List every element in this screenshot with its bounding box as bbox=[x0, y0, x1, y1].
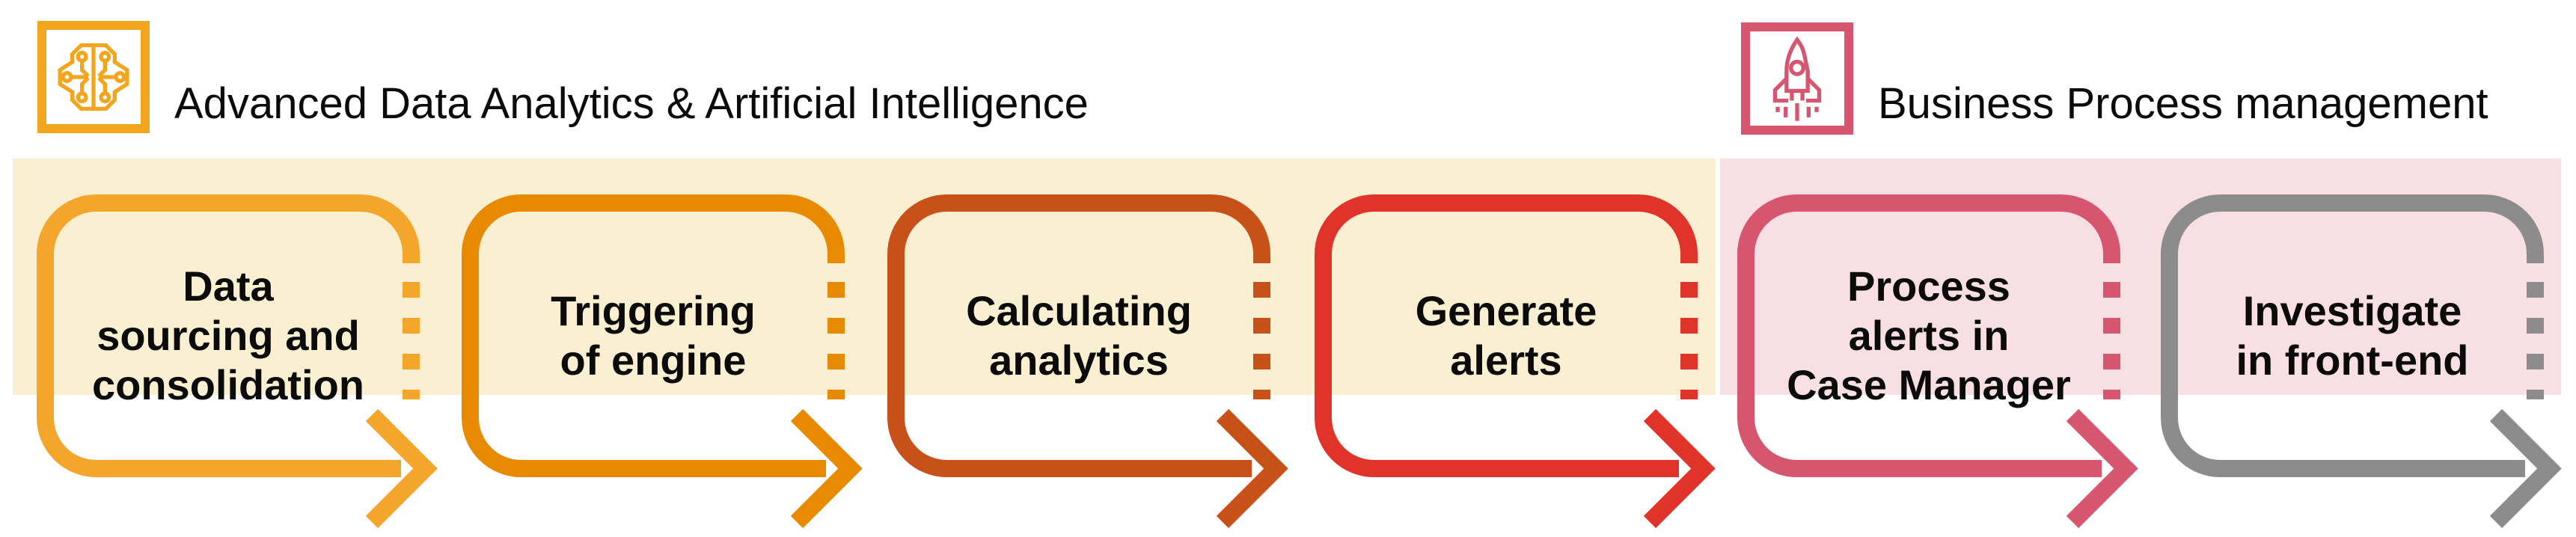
arrow-right-icon bbox=[365, 408, 438, 529]
step-outline bbox=[462, 194, 845, 477]
step-label: Process alerts in Case Manager bbox=[1787, 263, 2071, 408]
step-outline bbox=[37, 194, 420, 477]
step-outline bbox=[1737, 194, 2120, 477]
arrow-right-icon bbox=[2489, 408, 2562, 529]
step-label: Generate alerts bbox=[1415, 287, 1597, 384]
bpm-section-title: Business Process management bbox=[1878, 79, 2488, 128]
rocket-icon bbox=[1741, 22, 1853, 135]
step-outline bbox=[2161, 194, 2544, 477]
step-label: Data sourcing and consolidation bbox=[92, 263, 364, 408]
step-label: Calculating analytics bbox=[966, 287, 1192, 384]
step-data-sourcing: Data sourcing and consolidation bbox=[37, 186, 486, 537]
arrow-right-icon bbox=[1643, 408, 1716, 529]
step-process-alerts-case-manager: Process alerts in Case Manager bbox=[1737, 186, 2186, 537]
analytics-section-title: Advanced Data Analytics & Artificial Int… bbox=[174, 79, 1089, 128]
brain-circuit-icon bbox=[37, 21, 150, 133]
step-label: Investigate in front-end bbox=[2236, 287, 2469, 384]
step-calculating-analytics: Calculating analytics bbox=[887, 186, 1336, 537]
arrow-right-icon bbox=[2066, 408, 2138, 529]
step-outline bbox=[887, 194, 1270, 477]
arrow-right-icon bbox=[790, 408, 863, 529]
step-investigate-frontend: Investigate in front-end bbox=[2161, 186, 2576, 537]
step-outline bbox=[1315, 194, 1698, 477]
step-generate-alerts: Generate alerts bbox=[1315, 186, 1763, 537]
step-label: Triggering of engine bbox=[551, 287, 756, 384]
step-triggering-engine: Triggering of engine bbox=[462, 186, 911, 537]
arrow-right-icon bbox=[1216, 408, 1288, 529]
